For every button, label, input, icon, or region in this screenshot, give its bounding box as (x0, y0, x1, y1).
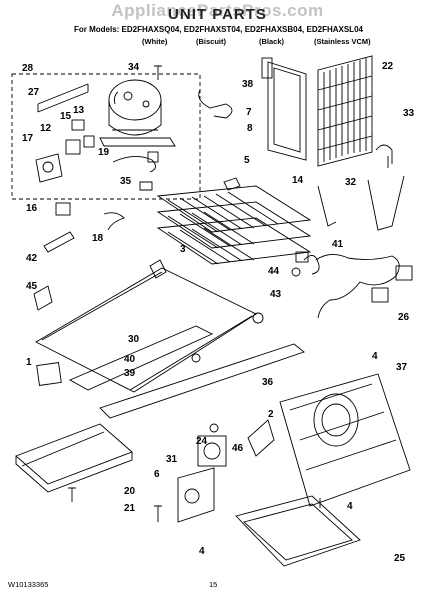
callout-22: 22 (382, 61, 394, 72)
ground-clip (139, 181, 153, 191)
callout-5: 5 (244, 155, 250, 166)
callout-25: 25 (394, 553, 406, 564)
callout-6: 6 (154, 469, 160, 480)
callout-16: 16 (26, 203, 38, 214)
callout-13: 13 (73, 105, 85, 116)
callout-14: 14 (292, 175, 304, 186)
callout-4: 4 (372, 351, 378, 362)
callout-32: 32 (345, 177, 357, 188)
callout-12: 12 (40, 123, 52, 134)
callout-24: 24 (196, 436, 208, 447)
callout-20: 20 (124, 486, 136, 497)
part-43 (252, 312, 264, 324)
fan-blade (247, 419, 275, 457)
model-list: For Models: ED2FHAXSQ04, ED2FHAXST04, ED… (74, 25, 363, 34)
tube-14 (317, 185, 337, 227)
callout-17: 17 (22, 133, 34, 144)
callout-37: 37 (396, 362, 408, 373)
condenser-fan-motor (197, 435, 227, 467)
callout-26: 26 (398, 312, 410, 323)
part-21-screw (68, 487, 76, 502)
wiring-harness (295, 251, 413, 319)
machine-compartment-pan (279, 373, 411, 507)
part-6-screw (154, 505, 162, 522)
callout-15: 15 (60, 111, 72, 122)
tube-clip (375, 144, 393, 168)
part-18-wire (103, 212, 125, 231)
callout-21: 21 (124, 503, 136, 514)
callout-2: 2 (268, 409, 274, 420)
part-1-plate (36, 362, 62, 386)
rail (68, 325, 305, 419)
callout-42: 42 (26, 253, 38, 264)
callout-30: 30 (128, 334, 140, 345)
mounting-frame (33, 259, 257, 393)
evaporator (156, 185, 312, 265)
callout-41: 41 (332, 239, 344, 250)
discharge-tube (198, 89, 233, 119)
callout-39: 39 (124, 368, 136, 379)
callout-34: 34 (128, 62, 140, 73)
callout-27: 27 (28, 87, 40, 98)
compressor-group-box (11, 73, 201, 200)
callout-28: 28 (22, 63, 34, 74)
capillary-tube (367, 175, 405, 231)
relay-cover (35, 153, 63, 183)
drier-cover (261, 57, 307, 161)
variant-stainless: (Stainless VCM) (314, 37, 371, 46)
part-42-tube (43, 231, 75, 253)
power-cord-wire (112, 151, 159, 173)
motor-bracket (177, 467, 215, 523)
callout-36: 36 (262, 377, 274, 388)
compressor (99, 79, 176, 147)
evap-label-tag (223, 177, 241, 191)
callout-43: 43 (270, 289, 282, 300)
drain-pan (15, 423, 133, 493)
callout-19: 19 (98, 147, 110, 158)
callout-31: 31 (166, 454, 178, 465)
callout-8: 8 (247, 123, 253, 134)
callout-46: 46 (232, 443, 244, 454)
callout-35: 35 (120, 176, 132, 187)
callout-3: 3 (180, 244, 186, 255)
page-number: 15 (209, 580, 218, 589)
callout-7: 7 (246, 107, 252, 118)
part-46-cap (209, 423, 219, 433)
part-40 (191, 353, 201, 363)
callout-38: 38 (242, 79, 254, 90)
capacitor (37, 83, 89, 113)
variant-biscuit: (Biscuit) (196, 37, 226, 46)
part-44-screw (291, 267, 301, 277)
defrost-drain-tray (235, 495, 361, 567)
page-title: UNIT PARTS (168, 6, 267, 23)
condenser-coil (317, 55, 373, 167)
part-16 (55, 202, 71, 216)
start-relay (65, 119, 95, 155)
callout-1: 1 (26, 357, 32, 368)
callout-45: 45 (26, 281, 38, 292)
callout-4c: 4 (199, 546, 205, 557)
callout-4b: 4 (347, 501, 353, 512)
variant-white: (White) (142, 37, 168, 46)
callout-40: 40 (124, 354, 136, 365)
screw (154, 65, 162, 80)
variant-black: (Black) (259, 37, 285, 46)
callout-44: 44 (268, 266, 280, 277)
callout-33: 33 (403, 108, 415, 119)
callout-18: 18 (92, 233, 104, 244)
watermark: AppliancePartsPros.com (111, 1, 324, 20)
document-number: W10133365 (8, 580, 49, 589)
